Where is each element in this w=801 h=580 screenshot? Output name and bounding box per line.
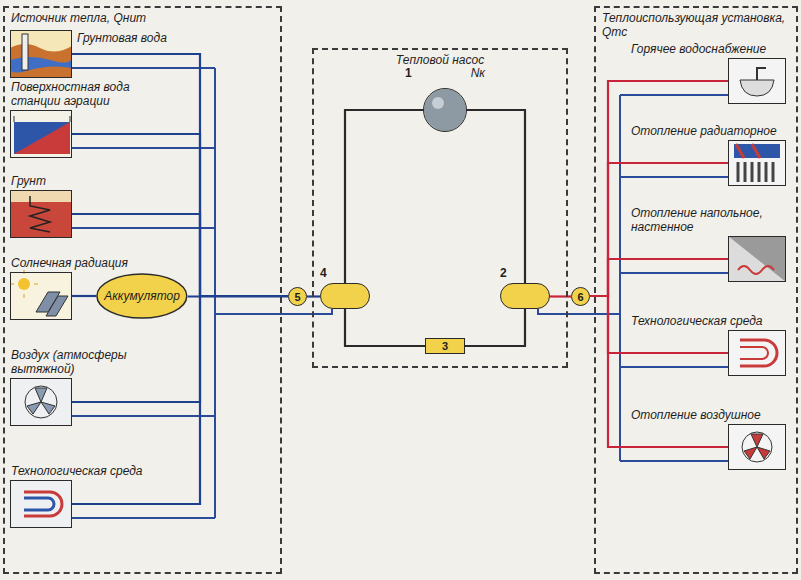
floor-heating-icon	[728, 236, 786, 282]
source-box: Поверхностная вода станции аэрации	[10, 110, 72, 158]
item-label: Воздух (атмосферы вытяжной)	[11, 348, 161, 376]
region-title: Источник тепла, Qнит	[11, 11, 274, 25]
heat-pump-region: Тепловой насос1 Nк 4 2 3	[312, 48, 568, 368]
condenser: 2	[500, 266, 550, 309]
consumer-box: Отопление радиаторное	[728, 140, 786, 186]
callout-number: 4	[320, 266, 327, 280]
sink-icon	[728, 58, 786, 104]
item-label: Горячее водоснабжение	[631, 42, 791, 56]
pump: 5	[288, 287, 307, 306]
item-label: Отопление радиаторное	[631, 124, 791, 138]
item-label: Технологическая среда	[631, 314, 791, 328]
source-region: Источник тепла, QнитГрунтовая водаПоверх…	[3, 6, 282, 574]
pipe-line	[590, 81, 728, 296]
groundwater-icon	[10, 30, 72, 78]
evaporator: 4	[320, 266, 370, 309]
soil-icon	[10, 190, 72, 238]
pump: 6	[571, 287, 590, 306]
consumer-box: Технологическая среда	[728, 330, 786, 376]
callout-number: 3	[442, 340, 448, 352]
radiator-icon	[728, 140, 786, 186]
pipe-line	[345, 110, 423, 283]
process-icon	[728, 330, 786, 376]
callout-number: 1	[405, 66, 412, 80]
consumer-box: Горячее водоснабжение	[728, 58, 786, 104]
pipe-line	[590, 259, 728, 296]
callout-number: 6	[577, 291, 583, 303]
power-label: Nк	[471, 66, 485, 80]
source-box: Солнечная радиация	[10, 272, 72, 320]
item-label: Грунтовая вода	[77, 31, 197, 45]
compressor-body	[424, 89, 466, 131]
source-box: Грунт	[10, 190, 72, 238]
consumer-box: Отопление напольное, настенное	[728, 236, 786, 282]
source-box: Грунтовая вода	[10, 30, 72, 78]
region-title: Теплоиспользующая установка, Qтс	[602, 11, 790, 39]
accumulator-label: Аккумулятор	[104, 289, 180, 303]
compressor-circle	[423, 88, 467, 132]
callout-number: 2	[500, 266, 507, 280]
pipe-line	[345, 309, 425, 346]
source-box: Технологическая среда	[10, 480, 72, 528]
pipe-line	[72, 295, 96, 297]
fan-icon	[10, 378, 72, 426]
process-icon	[10, 480, 72, 528]
solar-icon	[10, 270, 72, 320]
region-title: Тепловой насос	[314, 53, 566, 67]
source-box: Воздух (атмосферы вытяжной)	[10, 378, 72, 426]
item-label: Поверхностная вода станции аэрации	[11, 80, 161, 108]
air-heating-icon	[728, 424, 786, 470]
exchanger-capsule	[500, 283, 550, 309]
callout-number: 5	[294, 291, 300, 303]
pipe-line	[465, 309, 525, 346]
return-pipe	[72, 68, 332, 518]
exchanger-capsule	[320, 283, 370, 309]
pipe-line	[72, 134, 288, 296]
compressor-highlight	[432, 97, 444, 109]
surface-water-icon	[10, 110, 72, 158]
compressor: 1 Nк	[405, 66, 485, 132]
accumulator: Аккумулятор	[96, 273, 188, 319]
consumer-region: Теплоиспользующая установка, QтсГорячее …	[594, 6, 798, 574]
item-label: Технологическая среда	[11, 464, 181, 478]
throttle: 3	[425, 338, 465, 354]
item-label: Отопление напольное, настенное	[631, 206, 791, 234]
item-label: Солнечная радиация	[11, 256, 161, 270]
item-label: Грунт	[11, 174, 161, 188]
consumer-box: Отопление воздушное	[728, 424, 786, 470]
pipe-line	[467, 110, 525, 283]
item-label: Отопление воздушное	[631, 408, 791, 422]
accumulator-shape	[97, 274, 187, 318]
